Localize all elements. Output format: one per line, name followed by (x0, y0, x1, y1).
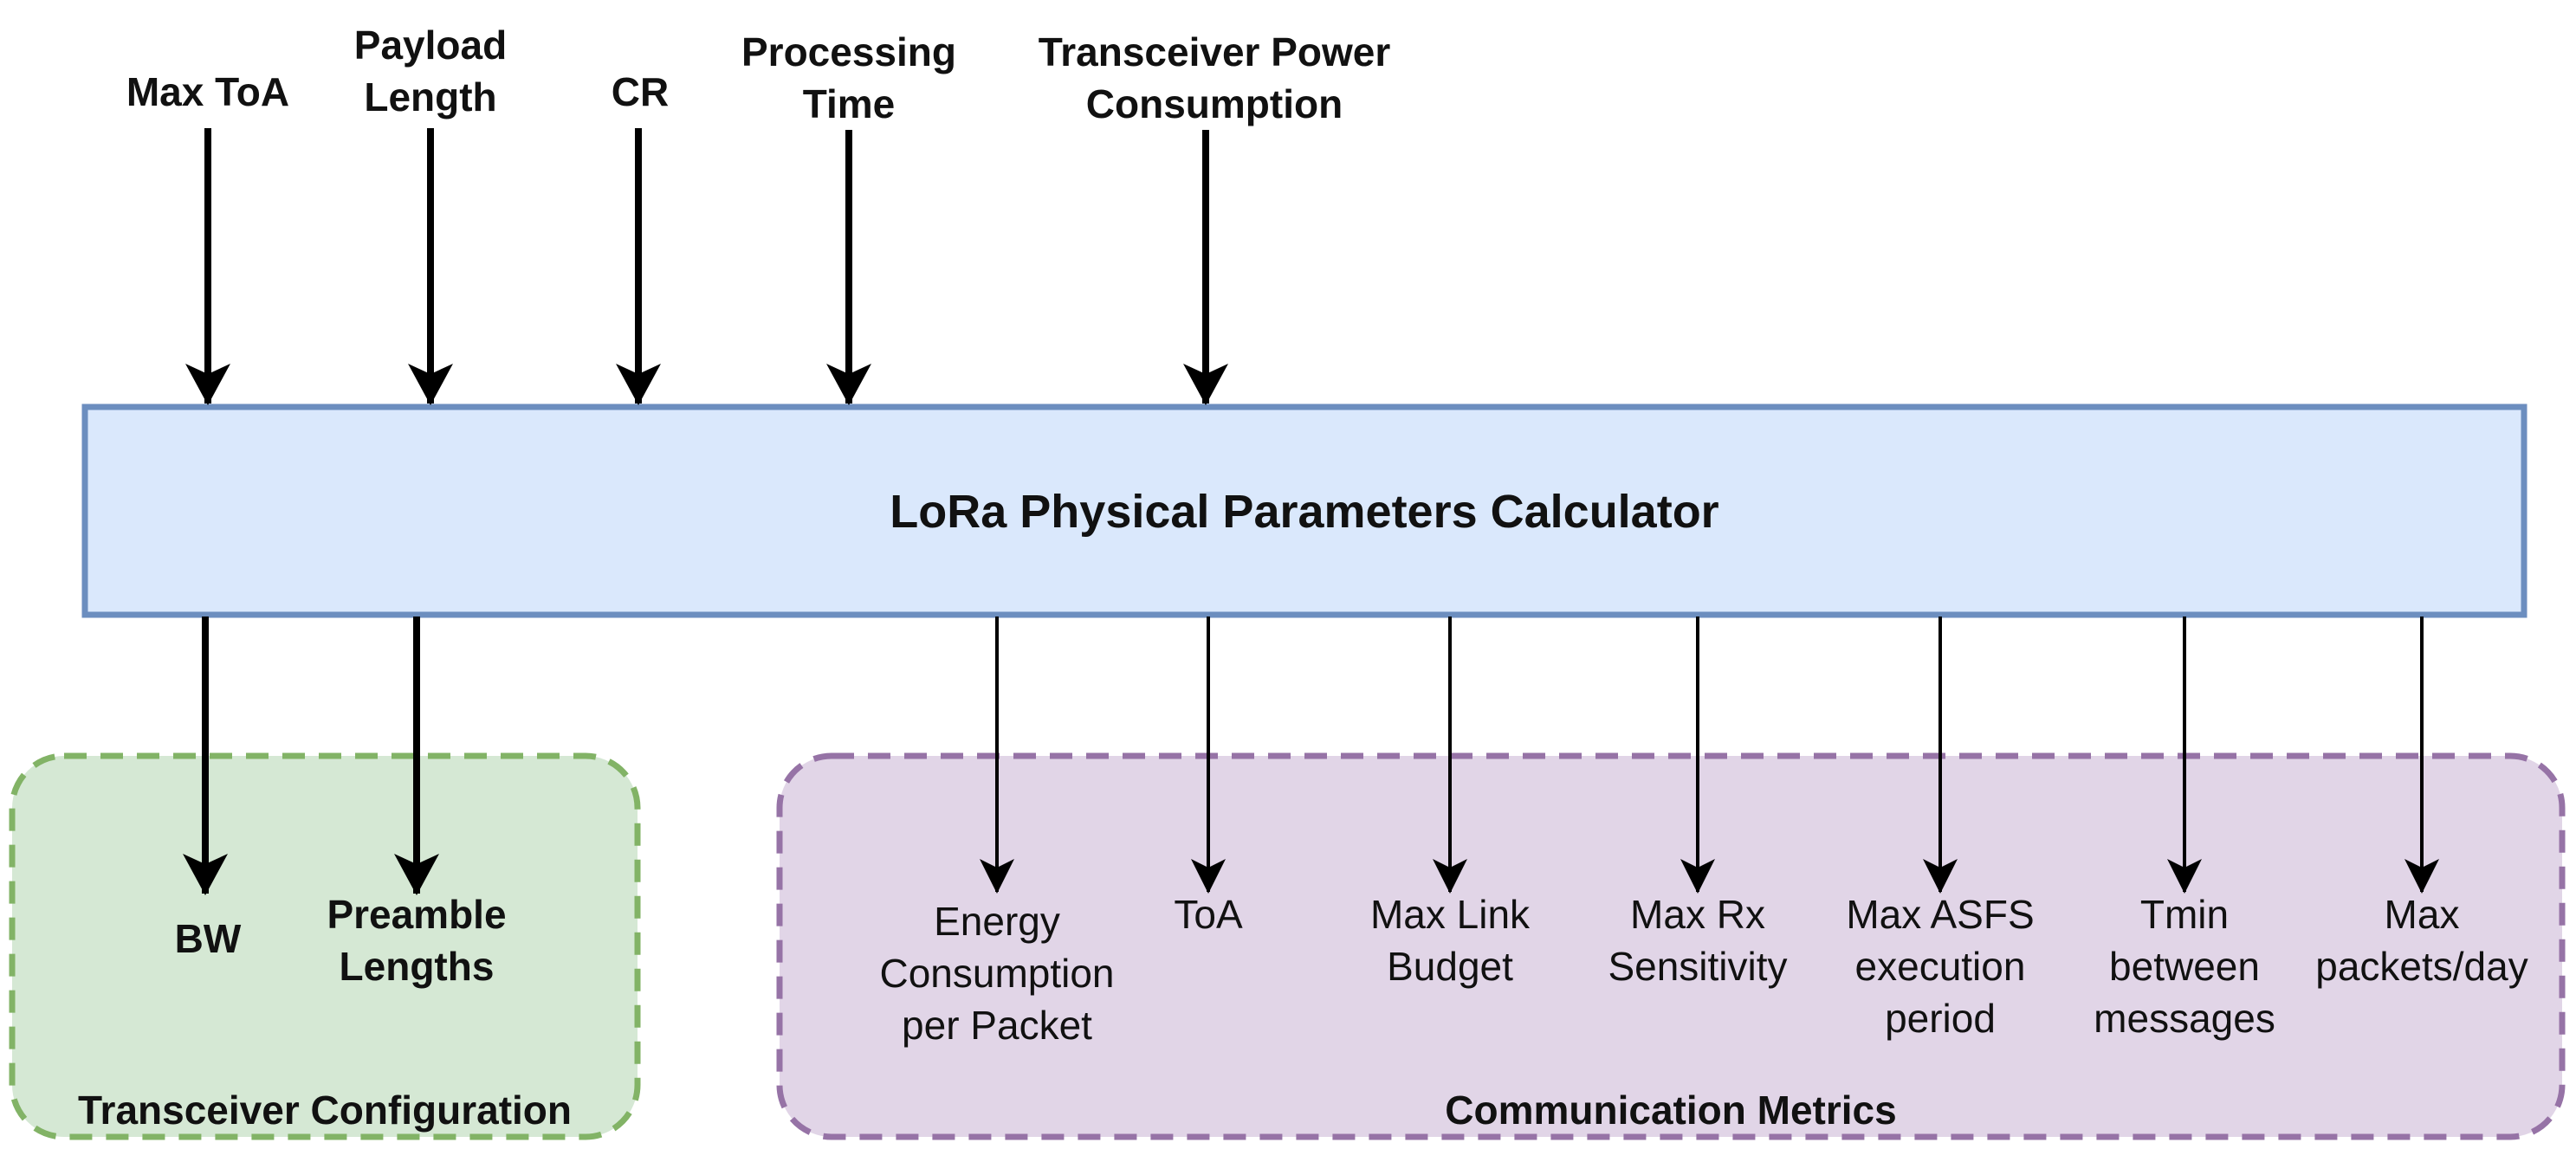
metric-label-energy: Energy Consumption per Packet (879, 899, 1115, 1048)
input-label-payload-length: Payload Length (353, 23, 508, 119)
output-label-bw: BW (174, 916, 242, 961)
metric-label-link-budget: Max Link Budget (1369, 892, 1531, 989)
calculator-title: LoRa Physical Parameters Calculator (890, 486, 1719, 538)
output-label-preamble-lengths: Preamble Lengths (327, 892, 507, 989)
input-label-processing-time: Processing Time (741, 29, 956, 126)
metric-label-asfs: Max ASFS execution period (1846, 892, 2035, 1041)
input-label-max-toa: Max ToA (126, 69, 290, 114)
metric-label-tmin: Tmin between messages (2094, 892, 2275, 1041)
calculator-box (81, 403, 2527, 618)
metric-label-packets-day: Max packets/day (2315, 892, 2528, 989)
communication-metrics-group (776, 752, 2566, 1140)
input-label-cr: CR (611, 69, 670, 114)
transceiver-configuration-group (9, 752, 641, 1140)
transceiver-configuration-title: Transceiver Configuration (77, 1088, 572, 1133)
metric-label-toa: ToA (1174, 892, 1243, 937)
metric-label-rx-sensitivity: Max Rx Sensitivity (1608, 892, 1788, 989)
input-label-transceiver-power: Transceiver Power Consumption (1038, 29, 1391, 126)
communication-metrics-title: Communication Metrics (1445, 1088, 1897, 1133)
